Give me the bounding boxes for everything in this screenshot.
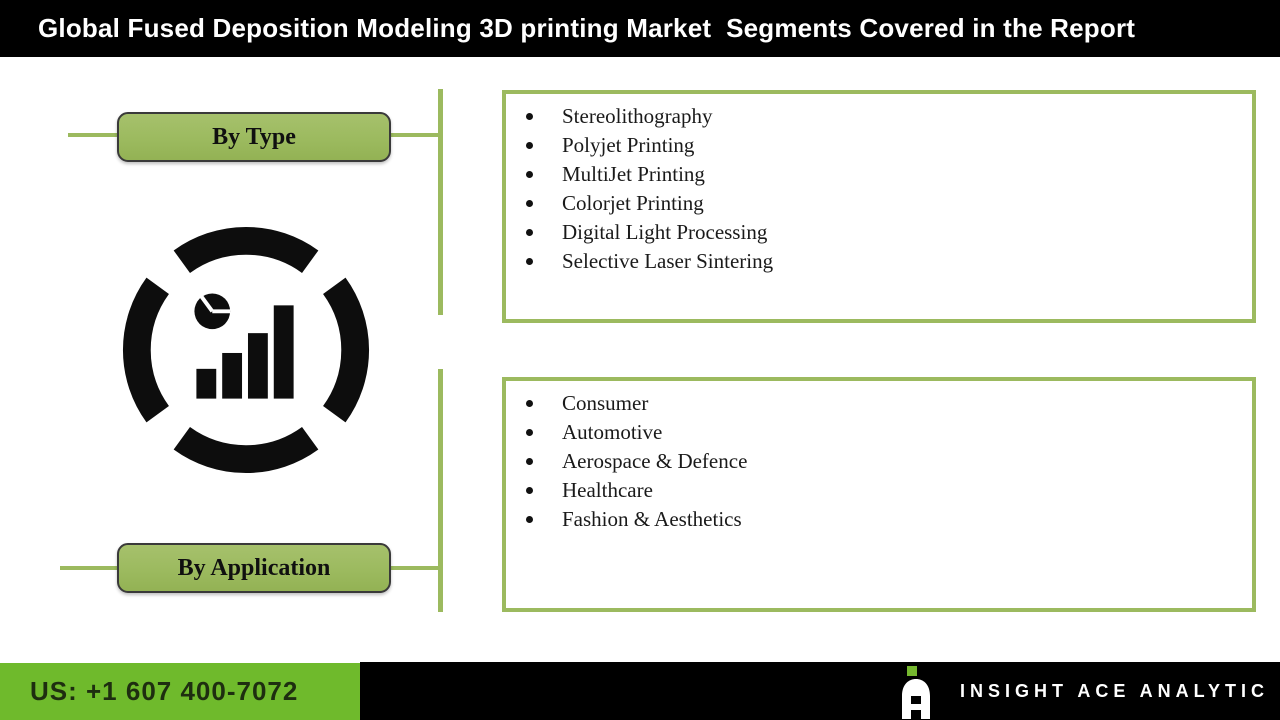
list-item: Consumer	[506, 389, 1252, 418]
connector-vertical-type	[438, 89, 443, 315]
phone-bar: US: +1 607 400-7072	[0, 663, 360, 720]
by-application-label: By Application	[117, 543, 391, 593]
connector-line-left-application	[60, 566, 117, 570]
page-title: Global Fused Deposition Modeling 3D prin…	[38, 13, 1136, 43]
brand-bar: INSIGHT ACE ANALYTIC	[360, 662, 1280, 720]
connector-vertical-application	[438, 369, 443, 612]
by-type-label-text: By Type	[212, 123, 296, 150]
phone-number: US: +1 607 400-7072	[30, 676, 299, 706]
list-item: Stereolithography	[506, 102, 1252, 131]
list-item: Fashion & Aesthetics	[506, 505, 1252, 534]
market-analytics-icon	[122, 226, 370, 474]
brand-logo-icon	[902, 666, 930, 719]
by-application-label-text: By Application	[177, 554, 331, 581]
connector-line-left-type	[68, 133, 117, 137]
by-type-label: By Type	[117, 112, 391, 162]
list-item: Aerospace & Defence	[506, 447, 1252, 476]
connector-line-right-type	[391, 133, 440, 137]
list-item: Digital Light Processing	[506, 218, 1252, 247]
list-item: Automotive	[506, 418, 1252, 447]
title-bar: Global Fused Deposition Modeling 3D prin…	[0, 0, 1280, 57]
list-item: Colorjet Printing	[506, 189, 1252, 218]
list-item: Selective Laser Sintering	[506, 247, 1252, 276]
brand-name: INSIGHT ACE ANALYTIC	[960, 680, 1270, 701]
list-item: Polyjet Printing	[506, 131, 1252, 160]
connector-line-right-application	[391, 566, 440, 570]
list-item: MultiJet Printing	[506, 160, 1252, 189]
list-item: Healthcare	[506, 476, 1252, 505]
